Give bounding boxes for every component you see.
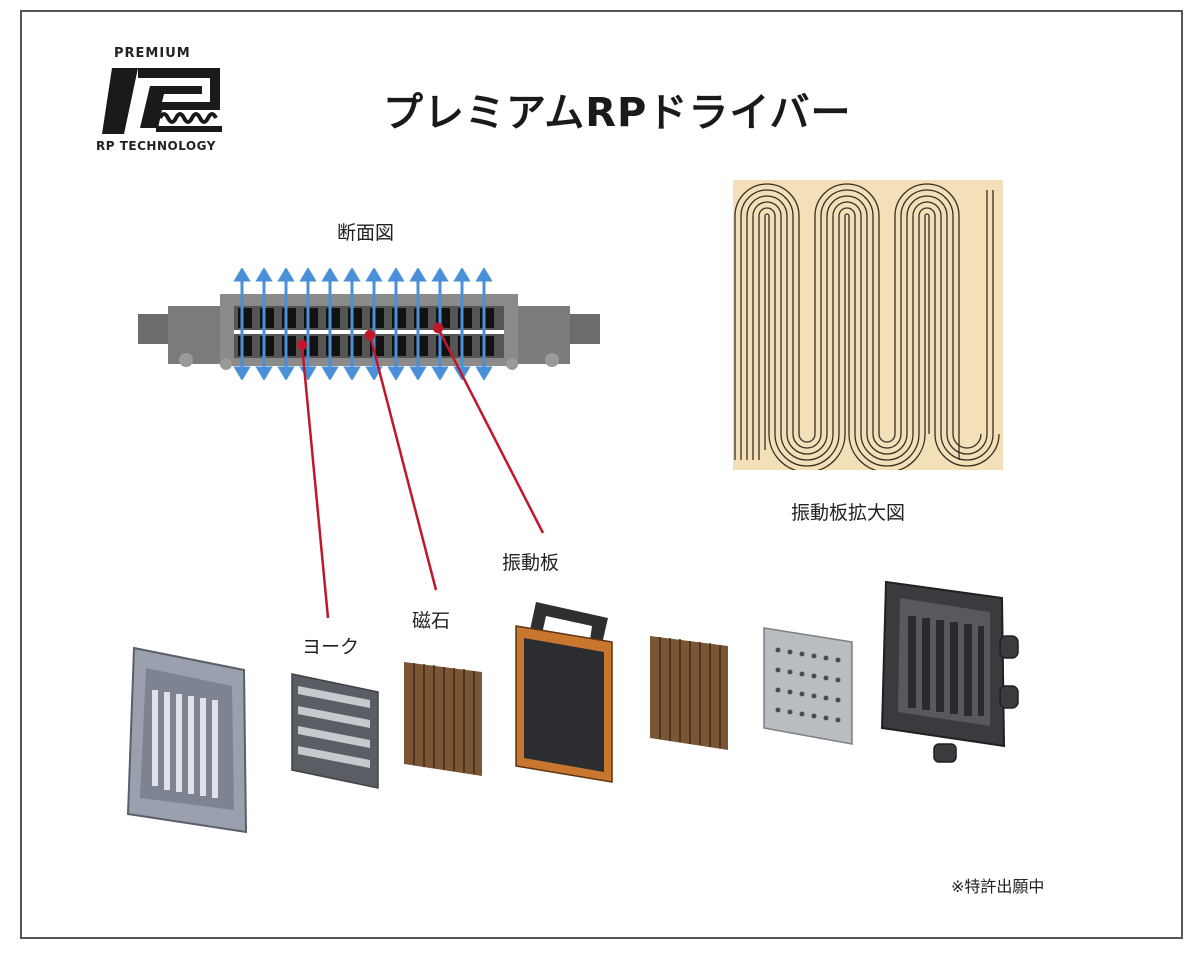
back-plate-component [763,627,853,745]
front-plate-component [126,646,248,834]
page-title: プレミアムRPドライバー [383,90,852,136]
page-frame [20,10,1183,939]
logo-bottom-text: RP TECHNOLOGY [96,139,216,153]
diaphragm-zoom-image [733,180,1003,470]
diaphragm-label: 振動板 [502,552,560,574]
patent-pending-note: ※特許出願中 [951,877,1045,896]
magnet-label: 磁石 [412,610,451,632]
premium-rp-logo: PREMIUM RP TECHNOLOGY [96,46,231,158]
diaphragm-zoom-label: 振動板拡大図 [791,502,906,524]
magnet-component-back [650,636,728,750]
yoke-component [291,673,379,789]
logo-top-text: PREMIUM [114,46,191,61]
yoke-label: ヨーク [302,636,360,658]
rp-logo-icon [102,68,222,134]
diaphragm-component [515,602,613,783]
cross-section-label: 断面図 [337,222,395,244]
back-housing-component [880,580,1019,763]
magnet-component-front [404,662,482,776]
